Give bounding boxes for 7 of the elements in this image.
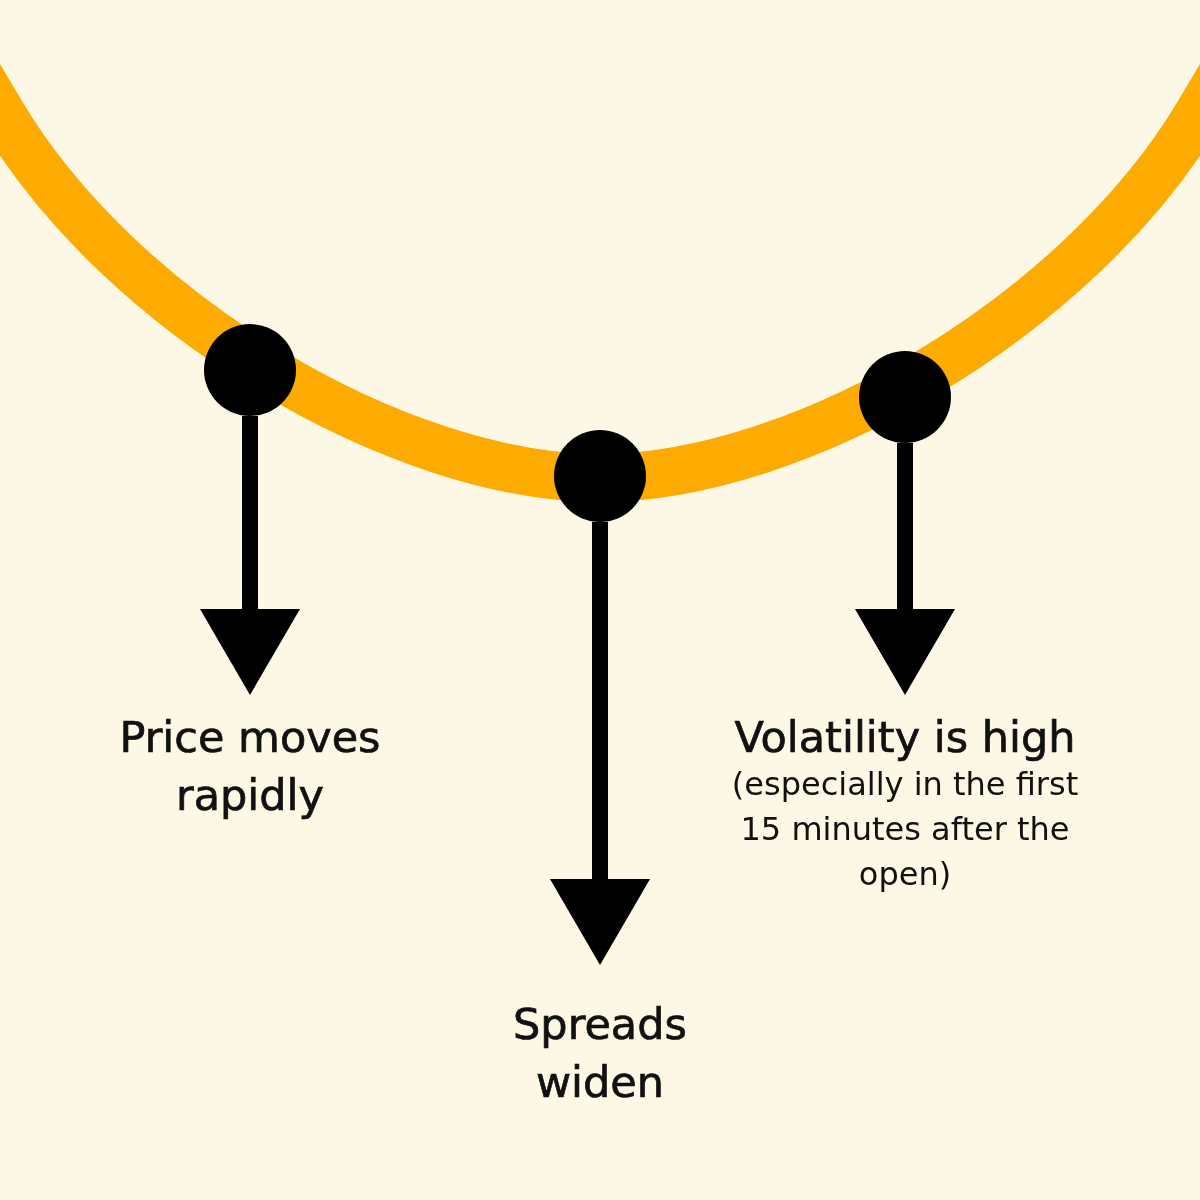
arrow xyxy=(550,522,650,965)
node-label: Volatility is high xyxy=(733,712,1077,762)
node-note: (especially in the first 15 minutes after the open) xyxy=(730,764,1080,895)
arrow xyxy=(855,443,955,695)
node-label: Price moves rapidly xyxy=(118,711,382,822)
arrow xyxy=(200,416,300,695)
node-label: Spreads widen xyxy=(512,998,688,1109)
